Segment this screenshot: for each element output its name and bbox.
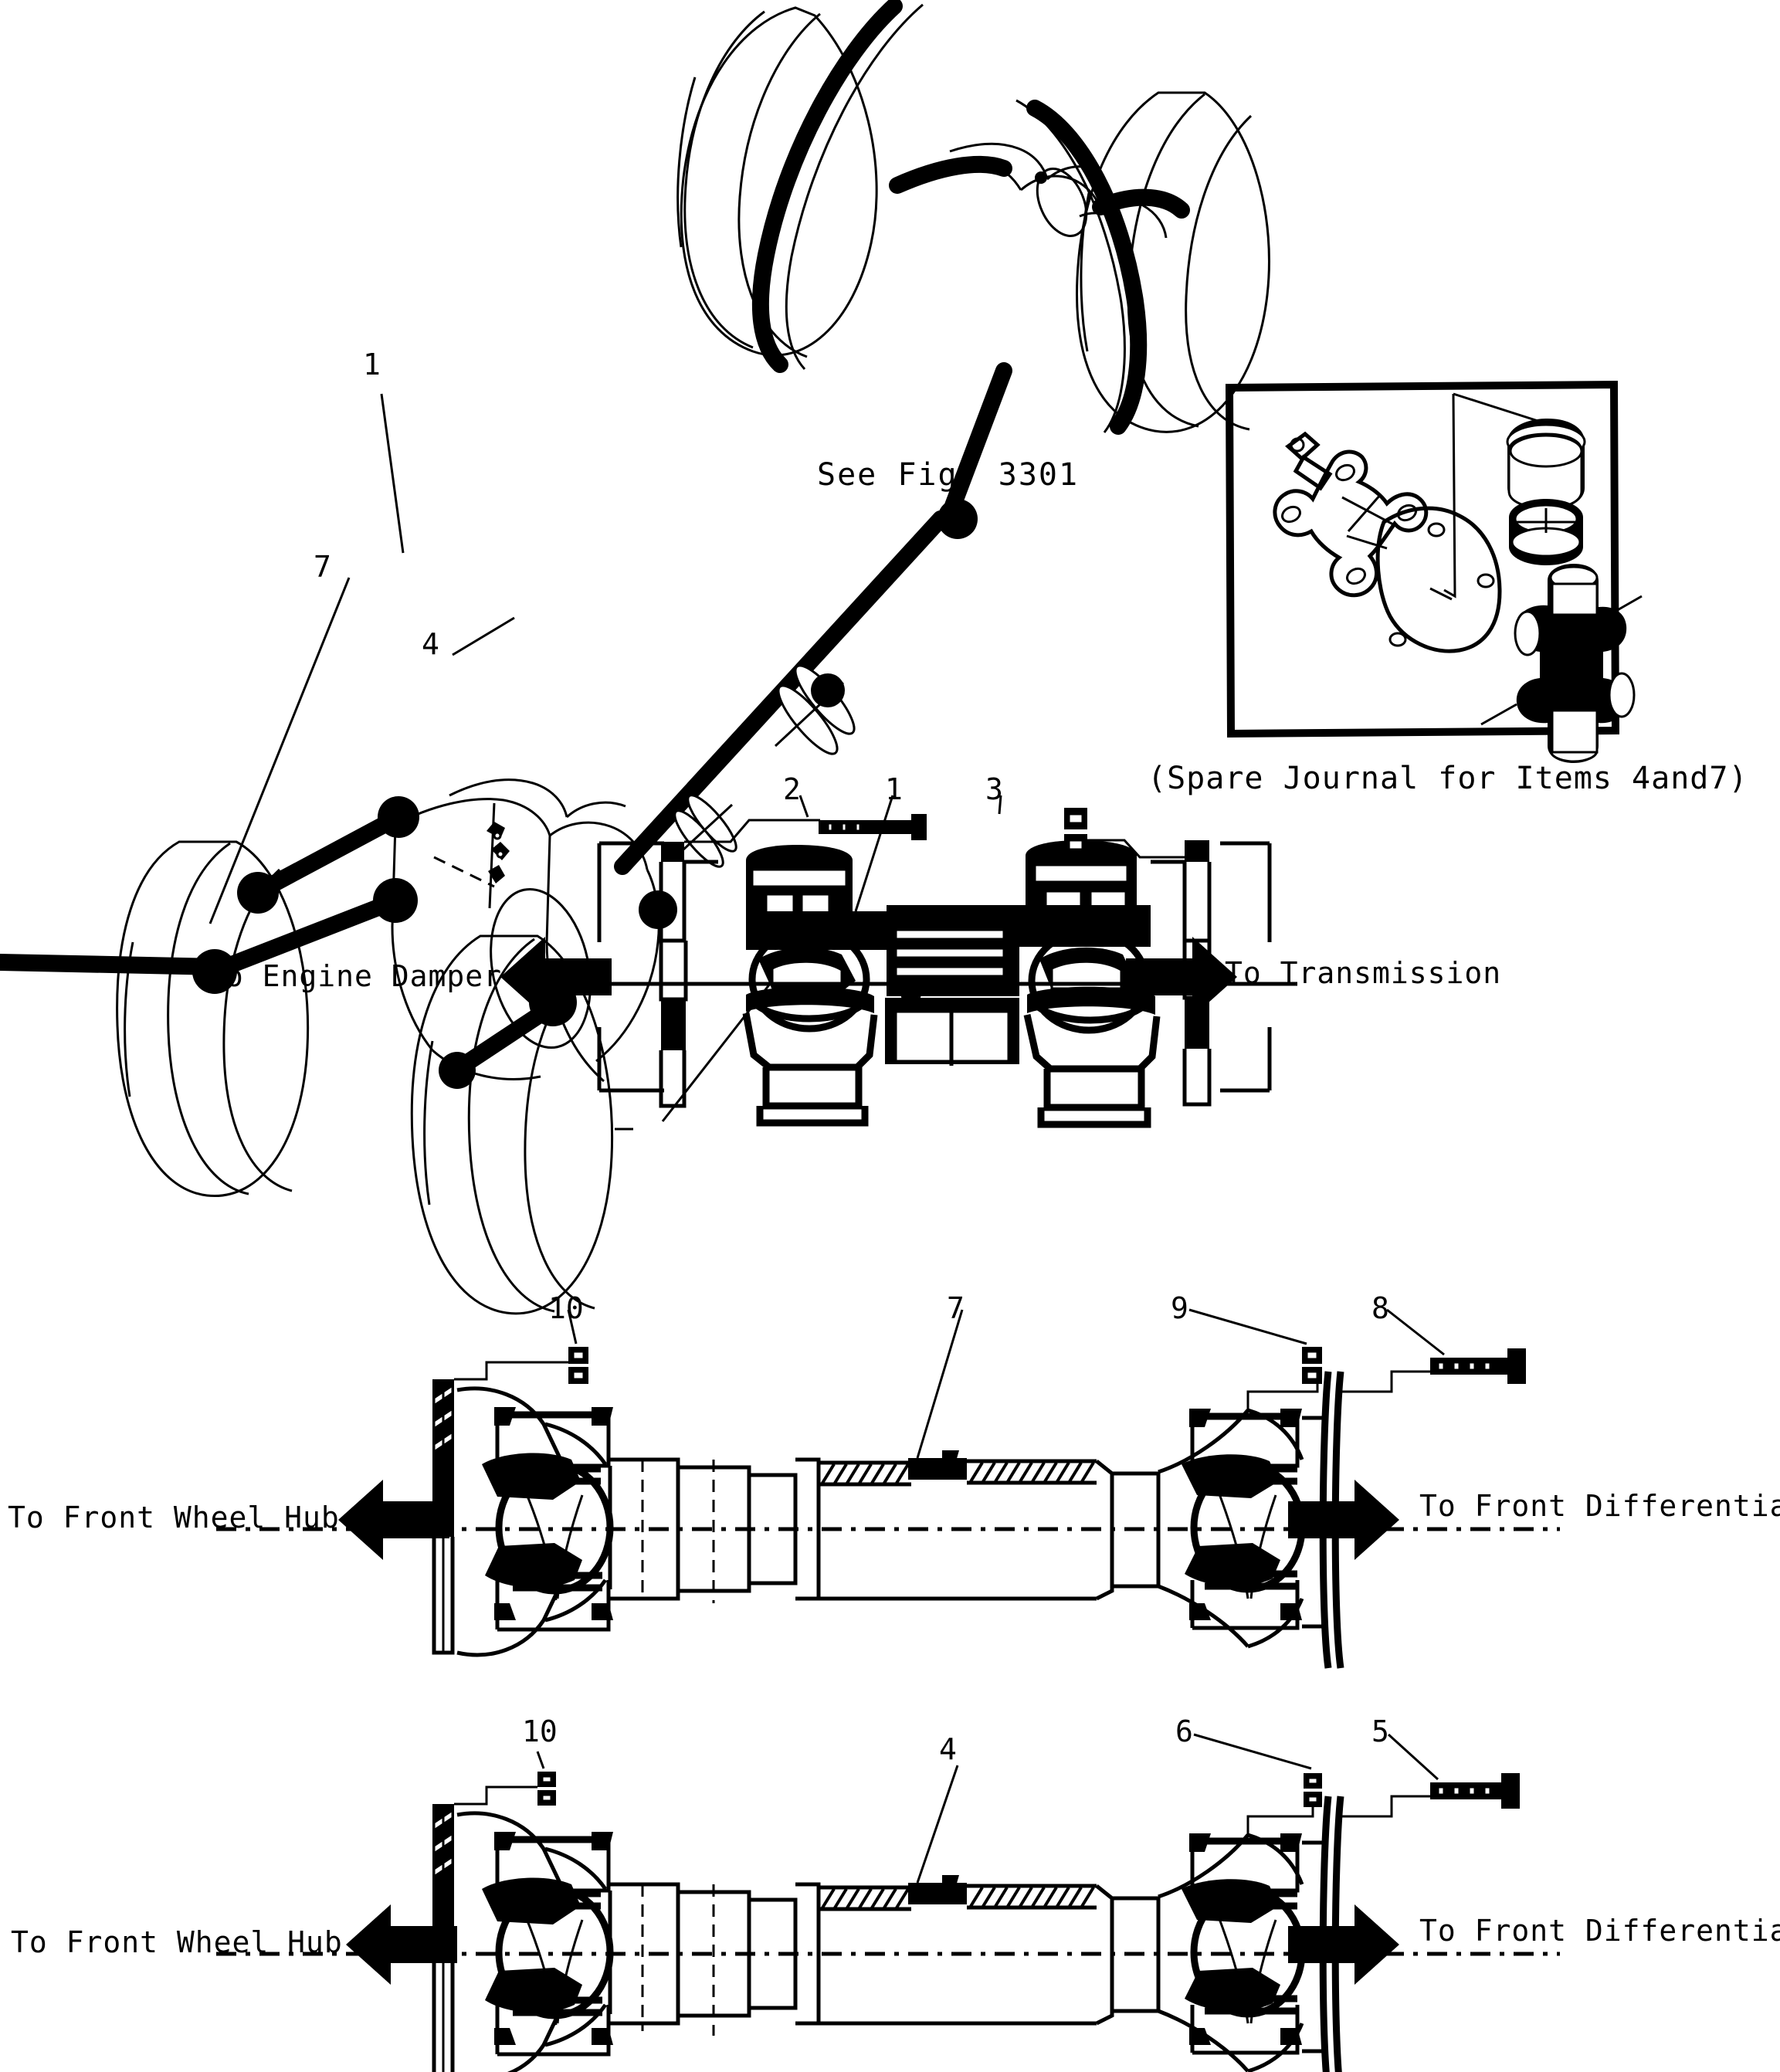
callout-lo-6: 6: [1175, 1714, 1193, 1748]
part-5-bolt-lower: [1430, 1773, 1520, 1809]
tire-band-rear-left: [1026, 100, 1148, 435]
part-9-nut-upper: [1302, 1347, 1322, 1384]
leader-iso-7: [209, 577, 351, 924]
leader-lo-4: [916, 1765, 959, 1884]
journal-cross-assembly: [1480, 564, 1643, 763]
callout-mid-1: 1: [885, 772, 903, 806]
journal-cross-detail: [487, 822, 510, 883]
leader-lo-6: [1193, 1733, 1312, 1770]
callout-mid-2: 2: [783, 772, 801, 806]
callout-up-7: 7: [947, 1291, 965, 1325]
spare-journal-inset-drawing: [1225, 380, 1643, 763]
wheel-rear-right: [676, 6, 878, 358]
wheel-rear-left: [1076, 91, 1270, 433]
leader-lo-5: [1387, 1733, 1439, 1781]
part-6-nut-lower: [1304, 1773, 1322, 1807]
leader-iso-4: [452, 616, 515, 656]
label-to-front-wheel-hub-upper: To Front Wheel Hub: [8, 1501, 340, 1535]
bearing-bolt: [1285, 431, 1333, 491]
callout-mid-3: 3: [985, 772, 1003, 806]
leader-mid-2: [798, 795, 809, 818]
leader-up-10: [567, 1309, 578, 1345]
center-joint-body: [742, 840, 1161, 1128]
leader-iso-1: [380, 393, 405, 554]
arrow-left-engine-damper: [500, 937, 612, 1017]
part-3-nut: [1064, 808, 1197, 859]
front-shaft-lower-drawing: [216, 1733, 1560, 2072]
callout-up-8: 8: [1371, 1291, 1389, 1325]
inset-leader: [1443, 393, 1456, 599]
arrow-right-front-differential-lower: [1288, 1904, 1399, 1985]
label-to-front-differential-upper: To Front Differential: [1419, 1489, 1780, 1523]
leader-up-9: [1188, 1308, 1307, 1345]
isometric-driveline-drawing: [0, 0, 1270, 1315]
part-10-nut-lower: [537, 1772, 556, 1806]
inset-border: [1225, 380, 1620, 738]
callout-iso-1: 1: [363, 348, 381, 382]
leader-up-7: [916, 1309, 964, 1459]
spare-journal-caption: (Spare Journal for Items 4and7): [1148, 761, 1748, 796]
arrow-right-transmission: [1126, 937, 1237, 1017]
flange-yoke-plate: [1346, 506, 1502, 653]
front-shaft-upper-drawing: [216, 1308, 1560, 1669]
leader-up-8: [1386, 1308, 1445, 1356]
part-2-bolt: [684, 814, 927, 843]
callout-iso-4: 4: [422, 627, 439, 661]
front-left-drive-shaft-stub: [237, 796, 419, 914]
lower-right-yoke: [1158, 1795, 1430, 2072]
hidden-line: [433, 856, 495, 888]
left-flange-yoke: [659, 842, 718, 1108]
section-end-plates: [597, 841, 1272, 1093]
label-to-front-wheel-hub-lower: To Front Wheel Hub: [11, 1925, 343, 1959]
shaft-flange-upper: [774, 664, 856, 755]
leader-mid-1: [854, 795, 894, 912]
callout-lo-4: 4: [939, 1732, 957, 1766]
wheel-front-left: [116, 840, 310, 1198]
front-axle-shaft-outer: [0, 878, 418, 994]
callout-lo-10: 10: [522, 1714, 558, 1748]
leader-lo-10: [536, 1751, 545, 1769]
upper-shaft-tube: [608, 1450, 1161, 1603]
lower-left-yoke: [432, 1785, 614, 2072]
center-shaft-section-drawing: [556, 795, 1297, 1128]
figure-reference-note: See Fig. 3301: [817, 457, 1080, 493]
leader-mid-3: [998, 795, 1002, 815]
part-10-nut-upper: [568, 1347, 588, 1384]
part-8-bolt-upper: [1430, 1348, 1526, 1384]
label-to-engine-damper: To Engine Damper: [207, 959, 503, 993]
callout-up-10: 10: [548, 1291, 584, 1325]
shaft-flange-lower: [672, 794, 737, 868]
section-tick: [615, 1128, 633, 1131]
upper-left-yoke: [432, 1361, 614, 1657]
label-to-transmission: To Transmission: [1225, 956, 1502, 990]
callout-lo-5: 5: [1371, 1714, 1389, 1748]
tire-band-rear-right: [751, 0, 903, 373]
arrow-left-front-wheel-hub-lower: [346, 1904, 457, 1985]
label-to-front-differential-lower: To Front Differential: [1419, 1914, 1780, 1948]
dust-seal-ring: [1509, 499, 1583, 565]
bearing-cap: [1506, 419, 1586, 510]
arrow-left-front-wheel-hub-upper: [338, 1480, 449, 1560]
arrow-right-front-differential-upper: [1288, 1480, 1399, 1560]
upper-shaft-segment: [943, 362, 1012, 518]
callout-iso-7: 7: [314, 550, 331, 584]
callout-up-9: 9: [1171, 1291, 1188, 1325]
